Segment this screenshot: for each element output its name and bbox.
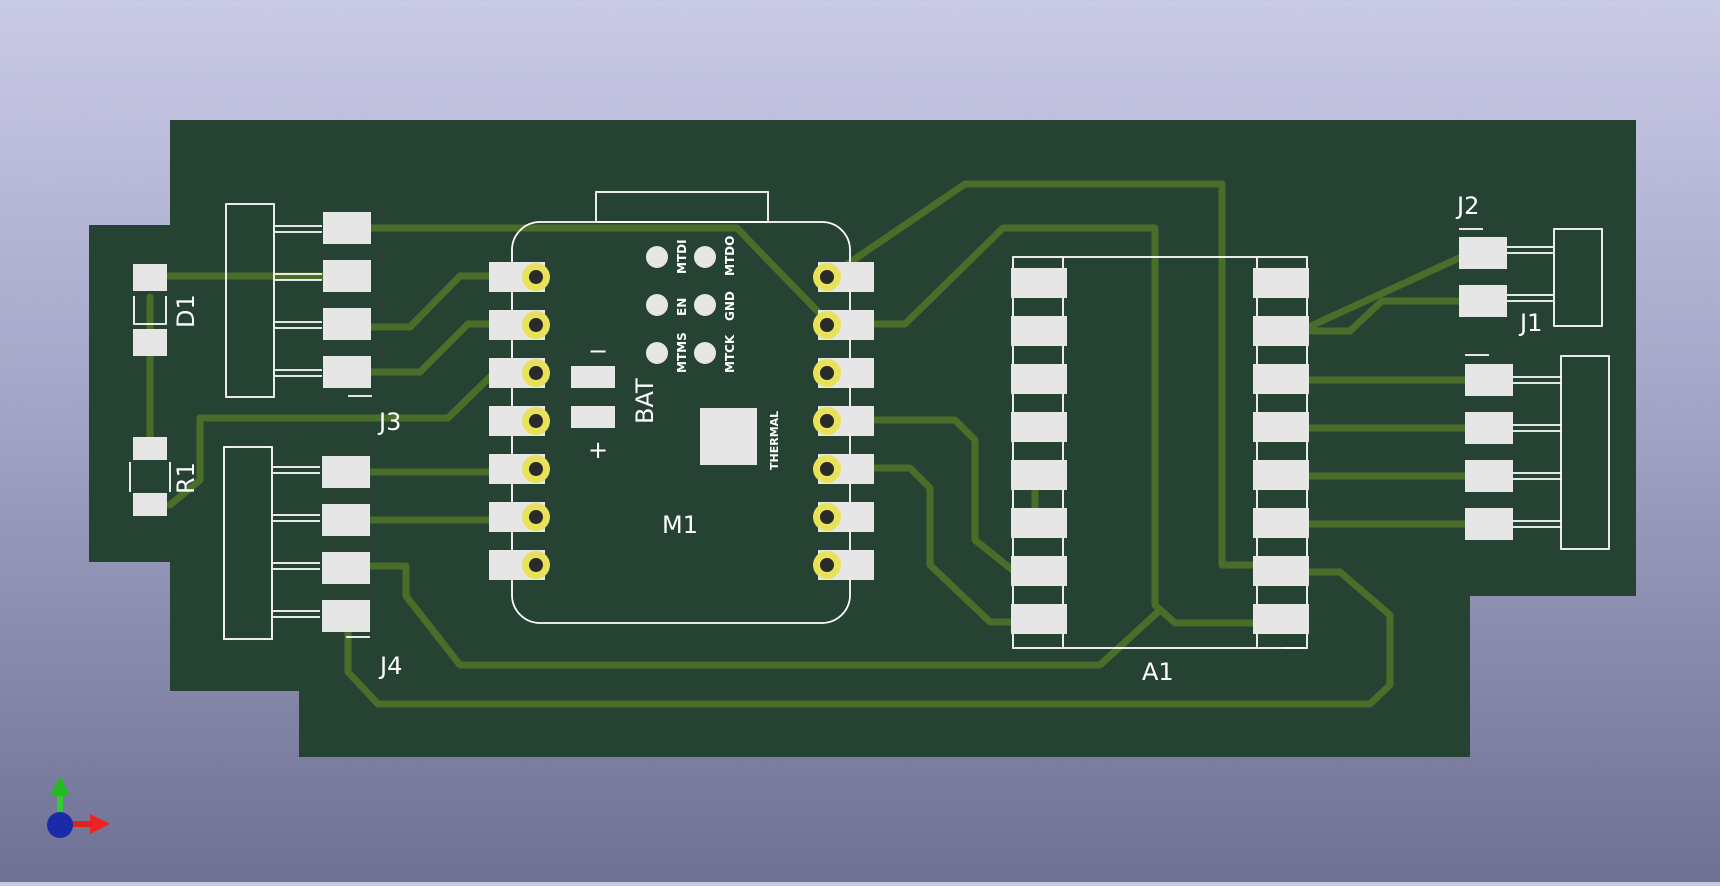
mtck-label: MTCK: [723, 334, 737, 373]
j1-label: J1: [1518, 309, 1542, 337]
connector-j2[interactable]: J2 J1: [1455, 192, 1603, 337]
m1-test-points: [646, 246, 716, 364]
a1-label: A1: [1142, 658, 1174, 686]
xyz-axes-icon[interactable]: [47, 776, 110, 838]
d1-pad-1: [133, 264, 167, 291]
copper-traces: [146, 180, 1474, 708]
d1-label: D1: [172, 294, 200, 328]
resistor-r1[interactable]: R1: [129, 437, 200, 516]
battery-plus-label: +: [588, 436, 608, 464]
module-m1[interactable]: MTDI MTDO EN GND MTMS MTCK − + BAT THERM…: [489, 191, 874, 624]
j2-label: J2: [1455, 192, 1479, 220]
en-label: EN: [675, 298, 689, 316]
r1-pad-1: [133, 437, 167, 460]
mtdi-label: MTDI: [675, 239, 689, 274]
m1-label: M1: [662, 511, 698, 539]
battery-minus-pad: [571, 366, 615, 388]
battery-minus-label: −: [588, 337, 608, 365]
mtdo-label: MTDO: [723, 236, 737, 276]
gnd-label: GND: [723, 291, 737, 321]
thermal-pad: [700, 408, 757, 465]
m1-left-pads: [489, 262, 550, 580]
m1-right-pads: [813, 262, 874, 580]
diode-d1[interactable]: D1: [133, 264, 200, 356]
a1-left-pads: [1011, 268, 1067, 634]
connector-j4[interactable]: J4: [223, 446, 402, 680]
mtms-label: MTMS: [675, 332, 689, 373]
thermal-label: THERMAL: [768, 411, 781, 470]
connector-j3[interactable]: J3: [225, 203, 401, 436]
r1-pad-2: [133, 493, 167, 516]
pcb-board: [89, 120, 1636, 757]
battery-plus-pad: [571, 406, 615, 428]
j4-label: J4: [378, 652, 402, 680]
d1-pad-2: [133, 329, 167, 356]
a1-right-pads: [1253, 268, 1309, 634]
connector-j1[interactable]: [1465, 354, 1610, 550]
bat-label: BAT: [631, 378, 659, 424]
r1-label: R1: [172, 462, 200, 494]
module-a1[interactable]: A1: [1011, 256, 1309, 686]
j3-label: J3: [377, 408, 401, 436]
